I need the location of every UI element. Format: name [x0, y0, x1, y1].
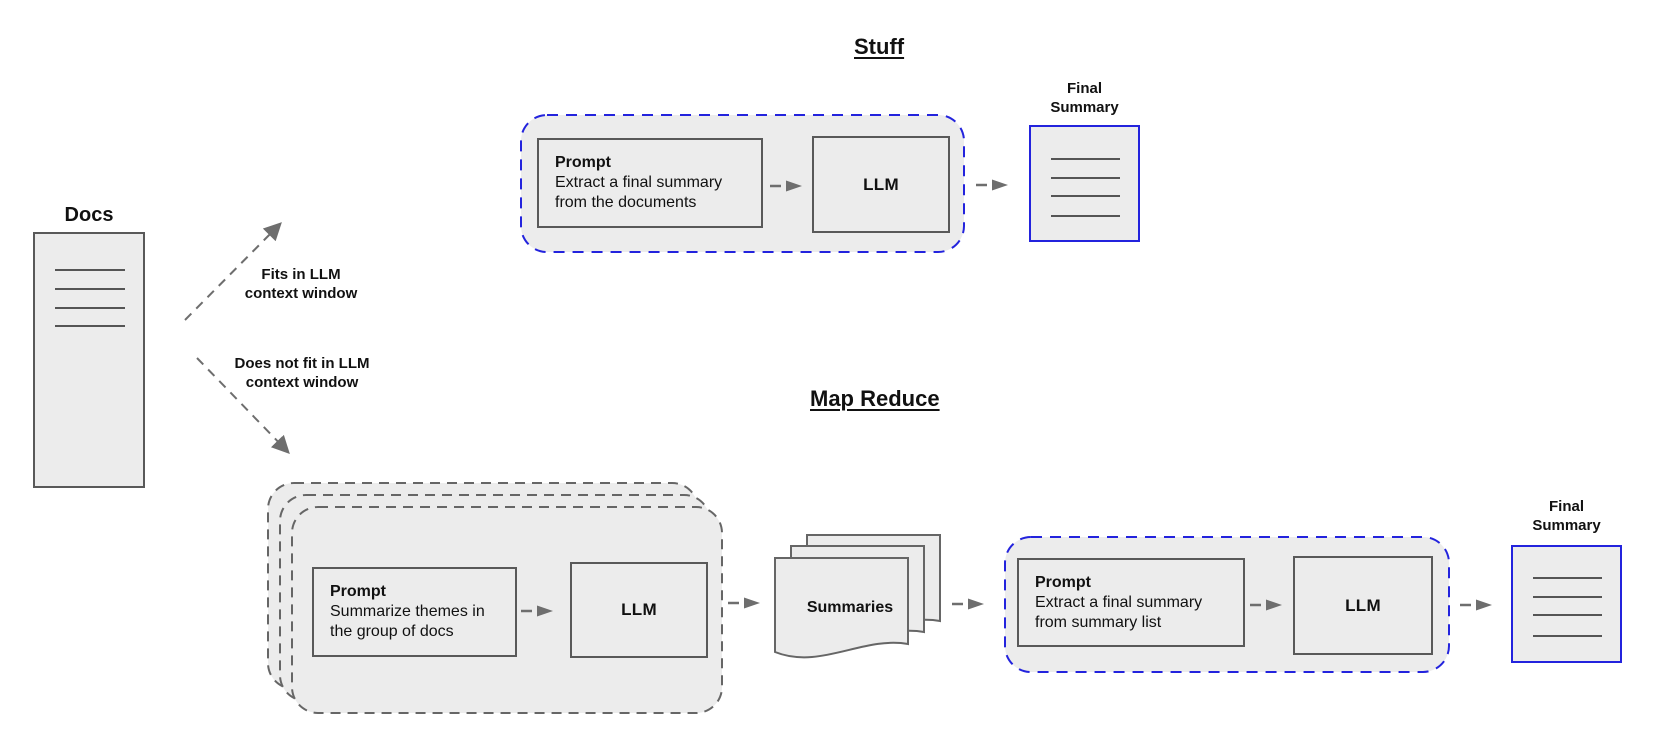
flow-arrow-icon [976, 179, 1008, 191]
doc-line [1051, 215, 1120, 217]
reduce-prompt-box: Prompt Extract a final summary from summ… [1017, 558, 1245, 647]
map-prompt-body: Summarize themes in the group of docs [330, 603, 485, 640]
doc-line [1051, 177, 1120, 179]
flow-arrow-icon [728, 597, 760, 609]
map-prompt-box: Prompt Summarize themes in the group of … [312, 567, 517, 657]
branch-label-overflow: Does not fit in LLM context window [234, 355, 370, 391]
reduce-llm-box: LLM [1293, 556, 1433, 655]
flow-arrow-icon [952, 598, 984, 610]
branch-label-fits: Fits in LLM context window [244, 266, 358, 302]
flow-arrow-icon [770, 180, 802, 192]
mapreduce-final-summary-icon [1511, 545, 1622, 663]
reduce-prompt-body: Extract a final summary from summary lis… [1035, 593, 1203, 631]
mapreduce-final-summary-label: Final Summary [1532, 498, 1601, 534]
doc-line [55, 288, 125, 290]
flow-arrow-icon [1250, 599, 1282, 611]
stuff-prompt-box: Prompt Extract a final summary from the … [537, 138, 763, 228]
stuff-prompt-heading: Prompt [555, 154, 611, 171]
map-prompt-heading: Prompt [330, 583, 386, 600]
doc-line [55, 269, 125, 271]
doc-line [55, 307, 125, 309]
stuff-final-summary-label: Final Summary [1050, 80, 1119, 116]
stuff-llm-box: LLM [812, 136, 950, 233]
summaries-stack-icon [774, 534, 941, 659]
doc-line [1051, 195, 1120, 197]
docs-icon [33, 232, 145, 488]
stuff-section-title: Stuff [854, 34, 905, 59]
summaries-label: Summaries [806, 599, 894, 616]
map-reduce-section-title: Map Reduce [810, 386, 940, 411]
doc-line [1533, 635, 1602, 637]
doc-line [1051, 158, 1120, 160]
doc-line [55, 325, 125, 327]
doc-line [1533, 614, 1602, 616]
doc-line [1533, 596, 1602, 598]
reduce-prompt-heading: Prompt [1035, 573, 1091, 591]
map-llm-box: LLM [570, 562, 708, 658]
doc-line [1533, 577, 1602, 579]
docs-label: Docs [64, 204, 114, 226]
stuff-final-summary-icon [1029, 125, 1140, 242]
flow-arrow-icon [521, 605, 553, 617]
flow-arrow-icon [1460, 599, 1492, 611]
stuff-prompt-body: Extract a final summary from the documen… [555, 174, 723, 211]
